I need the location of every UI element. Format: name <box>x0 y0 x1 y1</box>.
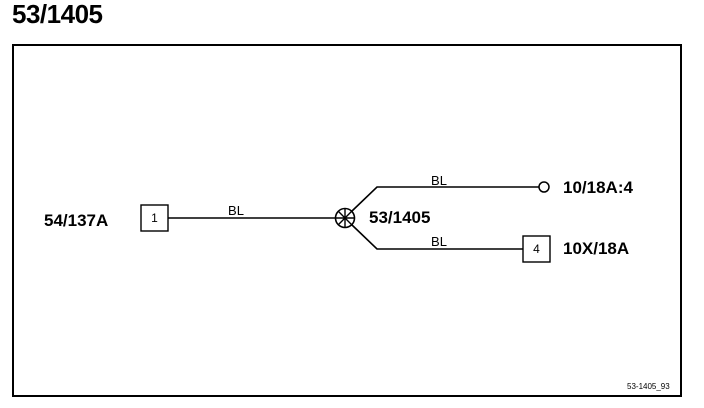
upper-terminal-label: 10/18A:4 <box>563 178 633 197</box>
left-connector-label: 54/137A <box>44 211 108 230</box>
page-title: 53/1405 <box>12 0 103 29</box>
main-wire-color-label: BL <box>228 203 244 218</box>
diagram-reference: 53-1405_93 <box>627 382 670 391</box>
lower-connector-label: 10X/18A <box>563 239 629 258</box>
lower-connector-pin: 4 <box>533 242 540 256</box>
terminal-icon <box>538 181 550 193</box>
left-connector-pin: 1 <box>151 211 158 225</box>
left-connector-box <box>140 204 169 232</box>
lower-branch-wire <box>351 224 523 250</box>
diagram-frame <box>12 44 682 397</box>
upper-branch-wire <box>351 186 539 212</box>
lower-branch-color-label: BL <box>431 234 447 249</box>
splice-icon <box>334 207 356 229</box>
splice-label: 53/1405 <box>369 208 430 227</box>
lower-connector-box <box>522 235 551 263</box>
upper-branch-color-label: BL <box>431 173 447 188</box>
